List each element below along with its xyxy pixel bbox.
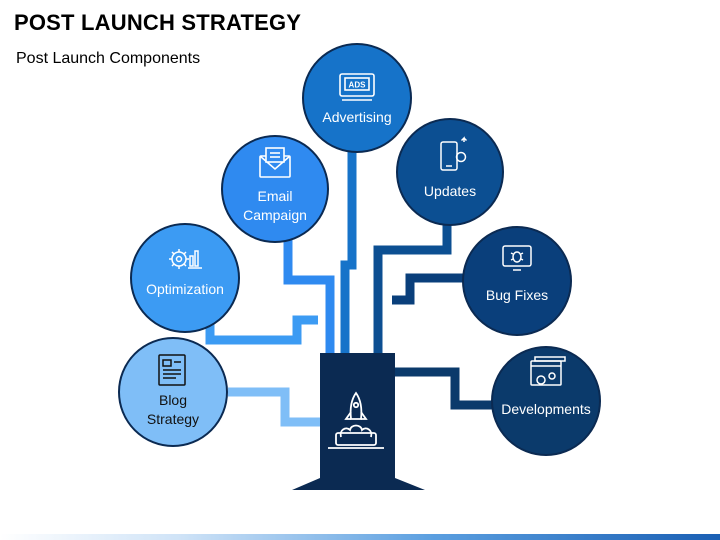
- connector-updates: [373, 205, 452, 353]
- label-email-line2: Campaign: [243, 207, 307, 223]
- label-bug-fixes: Bug Fixes: [485, 287, 549, 303]
- label-blog-line2: Strategy: [146, 411, 200, 427]
- slide-title: POST LAUNCH STRATEGY: [14, 10, 302, 35]
- label-advertising: Advertising: [322, 109, 392, 125]
- envelope-icon: [259, 147, 291, 178]
- ads-billboard-icon: ADS: [339, 73, 375, 101]
- trunk-shape: [292, 353, 425, 490]
- connector-bug: [392, 273, 470, 305]
- label-updates: Updates: [423, 183, 477, 199]
- slide-subtitle: Post Launch Components: [16, 50, 201, 67]
- gear-chart-icon: [169, 249, 202, 269]
- bug-monitor-icon: [502, 245, 532, 271]
- connector-blog: [228, 387, 320, 427]
- phone-update-icon: [440, 136, 468, 171]
- node-circle-advertising: [302, 43, 412, 153]
- connector-advertising: [340, 150, 357, 353]
- bottom-accent-bar: [0, 534, 720, 540]
- label-optimization: Optimization: [146, 281, 224, 297]
- node-circle-blog: [118, 337, 228, 447]
- trunk: [292, 353, 425, 490]
- browser-gears-icon: [530, 356, 566, 386]
- node-circle-optimization: [130, 223, 240, 333]
- node-circle-email: [221, 135, 329, 243]
- rocket-launch-icon: [328, 391, 384, 449]
- node-circle-bug: [462, 226, 572, 336]
- connectors: [205, 150, 495, 427]
- label-email-line1: Email: [257, 188, 293, 204]
- label-developments: Developments: [501, 401, 591, 417]
- blog-page-icon: [158, 354, 186, 386]
- connector-email: [283, 220, 335, 353]
- svg-text:ADS: ADS: [349, 81, 367, 90]
- connector-developments: [392, 367, 495, 410]
- node-circle-developments: [491, 346, 601, 456]
- label-blog-line1: Blog: [158, 392, 188, 408]
- node-circle-updates: [396, 118, 504, 226]
